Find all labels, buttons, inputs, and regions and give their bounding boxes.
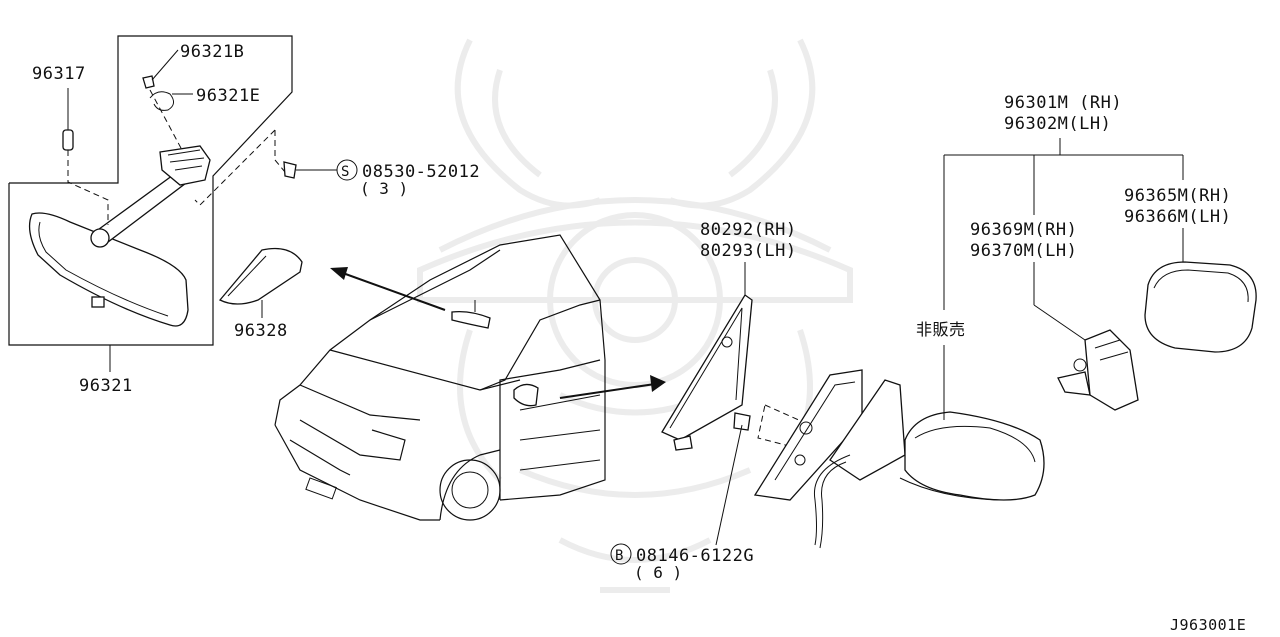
inside-mirror-group <box>8 35 293 372</box>
label-96366M: 96366M(LH) <box>1124 207 1231 227</box>
label-80293: 80293(LH) <box>700 241 797 261</box>
mirror-cover-96328 <box>218 247 303 318</box>
vehicle-illustration <box>274 234 606 521</box>
label-96321: 96321 <box>79 376 133 396</box>
watermark-emblem <box>417 38 853 593</box>
bolt-08146 <box>610 412 751 565</box>
label-08530-52012: 08530-52012 <box>362 162 480 182</box>
mirror-glass <box>1144 261 1257 353</box>
label-96370M: 96370M(LH) <box>970 241 1077 261</box>
label-96321B: 96321B <box>180 42 244 62</box>
diagram-id: J963001E <box>1170 616 1246 634</box>
label-bolt-qty: ( 6 ) <box>634 563 682 582</box>
mirror-actuator <box>1057 329 1139 411</box>
screw-08530 <box>283 159 358 181</box>
label-80292: 80292(RH) <box>700 220 797 240</box>
door-mirror-assembly <box>753 138 1184 549</box>
label-96365M: 96365M(RH) <box>1124 186 1231 206</box>
screw-symbol: S <box>341 164 350 180</box>
label-96317: 96317 <box>32 64 86 84</box>
part-labels: 96317 96321B 96321E S 08530-52012 ( 3 ) … <box>32 42 1246 634</box>
label-96301M: 96301M (RH) <box>1004 93 1122 113</box>
label-96328: 96328 <box>234 321 288 341</box>
bolt-symbol: B <box>615 548 624 564</box>
label-not-sold: 非販売 <box>916 320 966 339</box>
label-screw-qty: ( 3 ) <box>360 179 408 198</box>
label-96369M: 96369M(RH) <box>970 220 1077 240</box>
label-96321E: 96321E <box>196 86 260 106</box>
pointer-arrows <box>330 267 666 399</box>
label-96302M: 96302M(LH) <box>1004 114 1111 134</box>
inside-mirror <box>28 212 189 327</box>
label-08146-6122G: 08146-6122G <box>636 546 754 566</box>
finisher-80292 <box>661 262 753 451</box>
